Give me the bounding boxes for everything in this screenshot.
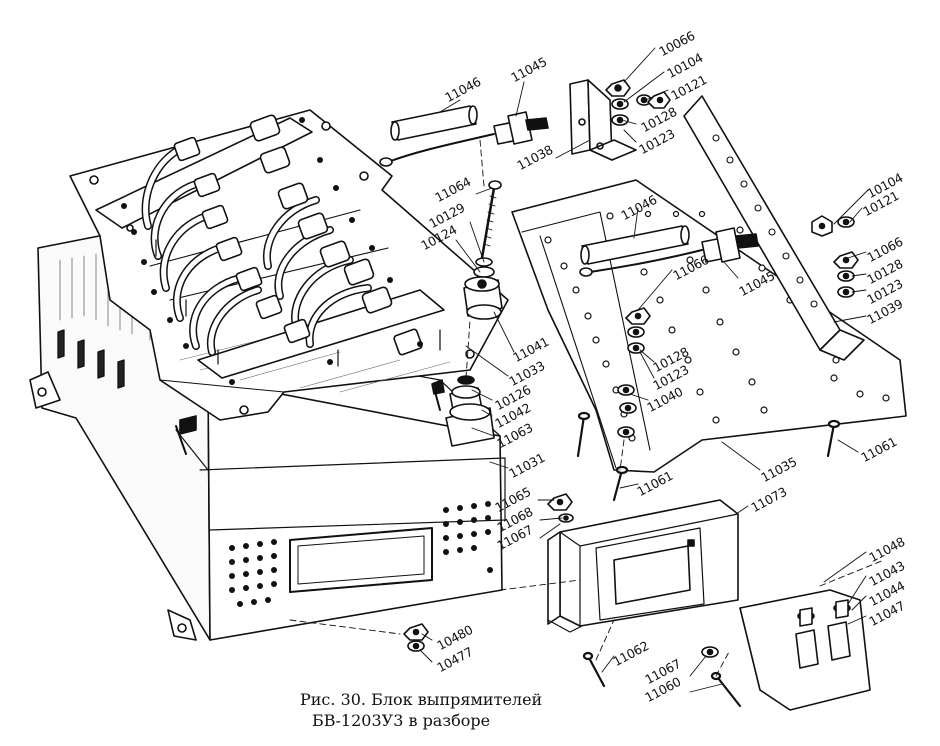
figure-caption: Рис. 30. Блок выпрямителей БВ-1203У3 в р…: [300, 689, 542, 731]
fasteners-11065: [547, 493, 574, 523]
bushing-assembly: [175, 375, 495, 455]
clamp-frame-11073: [547, 499, 739, 633]
angle-bracket-11039: [683, 95, 865, 361]
fasteners-10480: [403, 623, 429, 652]
screws-11061: [576, 411, 841, 502]
insulator-11046-mid: [580, 225, 690, 265]
insulator-11046-top: [390, 105, 478, 141]
bolt-11064: [463, 180, 503, 320]
diode-11045-top: [379, 111, 549, 167]
screw-11062: [582, 651, 606, 688]
washer-11067: [701, 646, 719, 658]
caption-line-1: Рис. 30. Блок выпрямителей: [300, 690, 543, 709]
screw-11060: [710, 671, 742, 708]
caption-line-2: БВ-1203У3 в разборе: [312, 711, 491, 730]
leader-lines: [419, 47, 869, 693]
assembly-lines: [289, 139, 885, 677]
terminal-block-11048: [739, 589, 871, 711]
diode-11045-mid: [579, 227, 759, 277]
plate-fasteners: [617, 215, 859, 438]
bracket-11038: [569, 79, 637, 161]
diode-bank: [95, 114, 445, 385]
